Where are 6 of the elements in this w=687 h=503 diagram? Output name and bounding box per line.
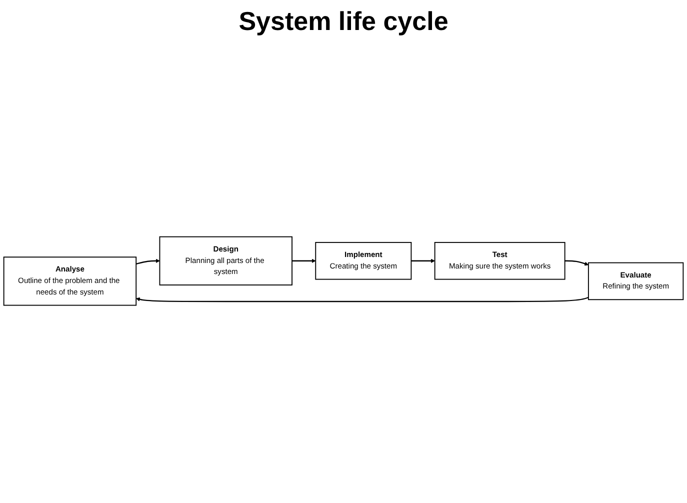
arrow [136, 297, 589, 303]
arrow [564, 260, 589, 266]
arrow [411, 259, 435, 264]
arrow [292, 259, 316, 264]
arrow [136, 259, 160, 265]
diagram-title: System life cycle [238, 6, 450, 37]
